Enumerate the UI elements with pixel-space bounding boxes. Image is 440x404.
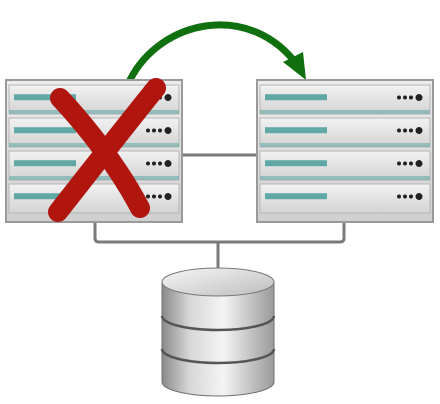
storage-bus-line: [93, 222, 346, 244]
failure-x-icon: [48, 78, 166, 222]
drive-bay: [259, 183, 431, 214]
failover-arrow-icon: [126, 21, 302, 84]
status-led: [403, 194, 407, 199]
power-led: [164, 94, 172, 102]
status-led: [158, 194, 162, 199]
status-led: [409, 194, 413, 199]
drive-bay: [8, 183, 180, 214]
status-led: [158, 128, 162, 133]
status-led: [397, 161, 401, 166]
drive-label-stripe: [265, 94, 327, 101]
status-led: [403, 95, 407, 100]
arrow-head: [283, 52, 306, 80]
power-led: [164, 127, 172, 135]
drive-label-stripe: [14, 160, 76, 167]
power-led: [164, 193, 172, 201]
power-led: [415, 193, 423, 201]
database-icon: [160, 267, 276, 397]
drive-label-stripe: [14, 127, 76, 134]
drive-bay: [259, 117, 431, 148]
power-led: [415, 127, 423, 135]
status-led: [397, 128, 401, 133]
status-led: [409, 161, 413, 166]
power-led: [415, 160, 423, 168]
status-led: [403, 161, 407, 166]
status-led: [152, 161, 156, 166]
drive-bay: [259, 150, 431, 181]
status-led: [146, 128, 150, 133]
status-led: [397, 194, 401, 199]
server-icon-standby: [256, 79, 434, 223]
status-led: [403, 128, 407, 133]
status-led: [146, 194, 150, 199]
status-led: [146, 161, 150, 166]
status-led: [152, 194, 156, 199]
drive-label-stripe: [265, 193, 327, 200]
status-led: [409, 128, 413, 133]
status-led: [152, 128, 156, 133]
drive-label-stripe: [265, 127, 327, 134]
drive-bay: [259, 84, 431, 115]
status-led: [409, 95, 413, 100]
power-led: [164, 160, 172, 168]
drive-label-stripe: [14, 94, 76, 101]
power-led: [415, 94, 423, 102]
drive-label-stripe: [14, 193, 76, 200]
drive-label-stripe: [265, 160, 327, 167]
status-led: [397, 95, 401, 100]
status-led: [158, 161, 162, 166]
connector-lines: [93, 153, 346, 270]
